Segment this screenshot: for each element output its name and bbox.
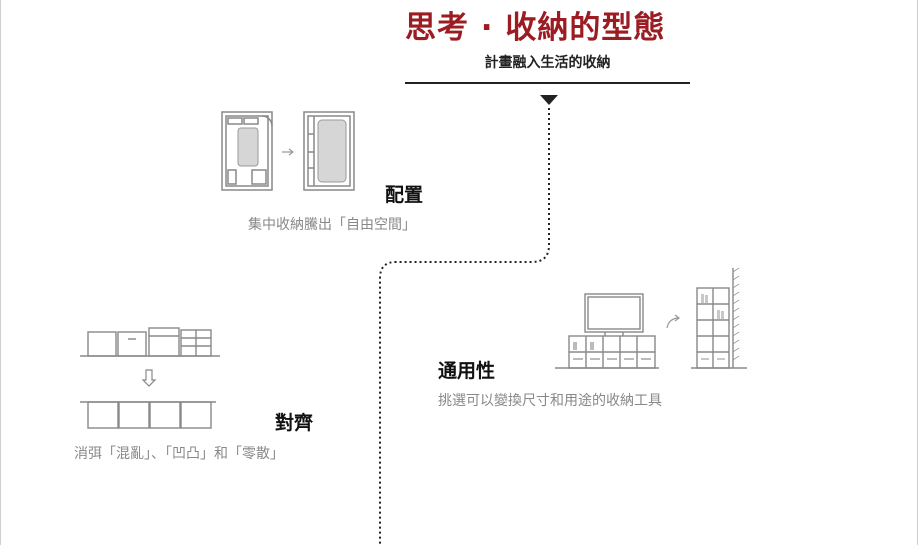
curved-arrow-icon	[666, 314, 680, 329]
page-title: 思考 · 收納的型態	[405, 10, 666, 46]
placement-desc: 集中收納騰出「自由空間」	[248, 217, 416, 233]
arrow-down-icon	[540, 95, 558, 105]
arrow-right-icon	[282, 148, 294, 156]
versatility-label: 通用性	[438, 360, 496, 382]
versatility-desc: 挑選可以變換尺寸和用途的收納工具	[438, 393, 662, 409]
arrow-down-outline-icon	[141, 369, 157, 387]
alignment-illustration	[80, 327, 220, 429]
versatility-illustration	[555, 267, 747, 369]
title-rule	[405, 82, 690, 84]
alignment-desc: 消弭「混亂」、「凹凸」和「零散」	[74, 446, 284, 462]
placement-label: 配置	[385, 184, 424, 206]
page-subtitle: 計畫融入生活的收納	[484, 55, 611, 71]
alignment-label: 對齊	[275, 412, 314, 434]
placement-illustration	[221, 111, 355, 191]
